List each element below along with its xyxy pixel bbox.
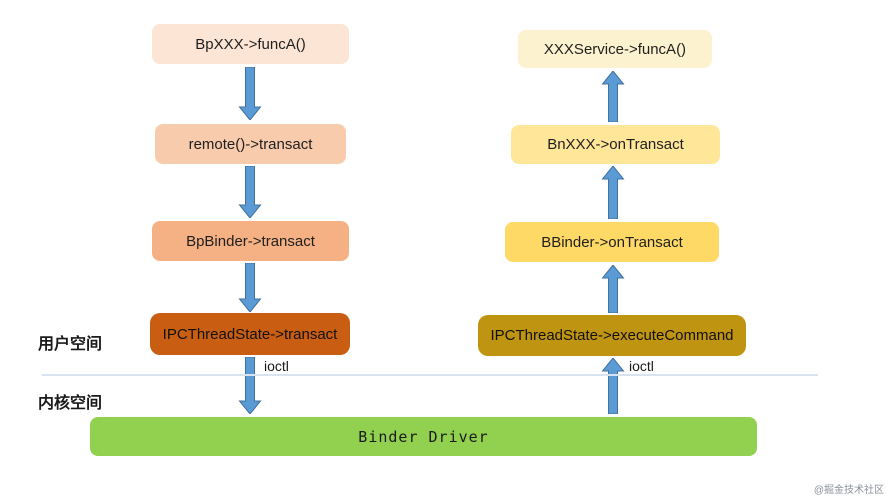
arrow-down-icon xyxy=(238,262,262,317)
arrow-down-icon xyxy=(238,66,262,125)
watermark: @掘金技术社区 xyxy=(813,485,884,496)
arrow-up-icon xyxy=(601,165,625,224)
ioctl-label-right: ioctl xyxy=(629,358,654,374)
flow-box-xxxservice-funca: XXXService->funcA() xyxy=(518,30,712,68)
arrow-down-icon xyxy=(238,165,262,223)
arrow-up-ioctl-icon xyxy=(601,357,625,419)
arrow-up-icon xyxy=(601,264,625,318)
flow-box-binder-driver: Binder Driver xyxy=(90,417,757,456)
arrow-up-icon xyxy=(601,70,625,127)
flow-box-bnxxx-ontransact: BnXXX->onTransact xyxy=(511,125,720,164)
flow-box-bbinder-ontransact: BBinder->onTransact xyxy=(505,222,719,262)
flow-box-bpxxx-funca: BpXXX->funcA() xyxy=(152,24,349,64)
flow-box-remote-transact: remote()->transact xyxy=(155,124,346,164)
kernel-space-label: 内核空间 xyxy=(38,395,103,412)
flow-box-ipcthreadstate-transact: IPCThreadState->transact xyxy=(150,313,350,355)
flow-box-ipcthreadstate-executecommand: IPCThreadState->executeCommand xyxy=(478,315,746,356)
flow-box-bpbinder-transact: BpBinder->transact xyxy=(152,221,349,261)
arrow-down-ioctl-icon xyxy=(238,356,262,419)
ioctl-label-left: ioctl xyxy=(264,358,289,374)
user-space-label: 用户空间 xyxy=(38,336,103,353)
user-kernel-divider xyxy=(42,374,818,376)
